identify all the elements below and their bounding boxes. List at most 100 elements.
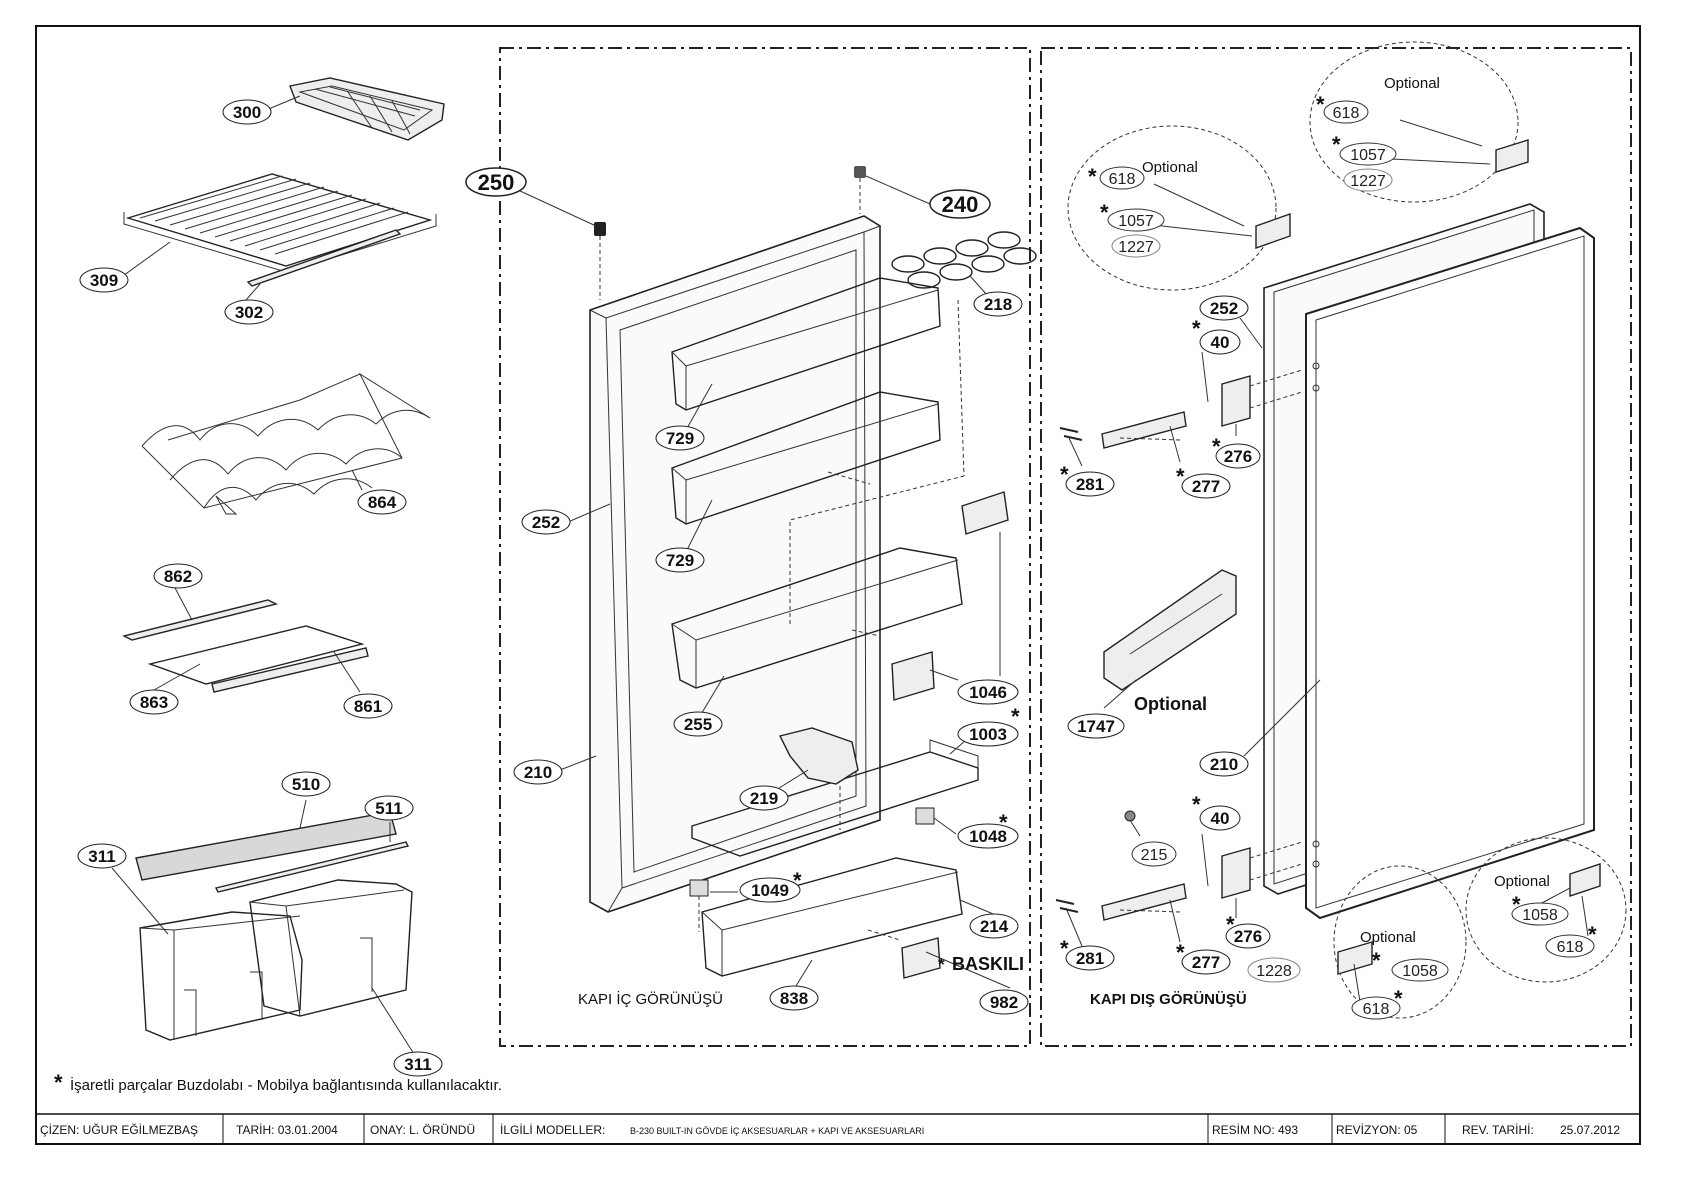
- spacer-1049-part: [689, 879, 709, 932]
- leader-729b: [685, 499, 713, 553]
- label-618c: 618: [1351, 996, 1401, 1020]
- svg-text:309: 309: [90, 271, 118, 290]
- svg-text:*: *: [1332, 132, 1341, 157]
- label-1003: 1003: [957, 721, 1019, 747]
- label-250: 250: [465, 167, 527, 197]
- door-inner-view-caption: KAPI İÇ GÖRÜNÜŞÜ: [578, 990, 723, 1008]
- dairy-cover-part: [778, 727, 859, 785]
- label-1049: 1049: [739, 877, 801, 903]
- assembly-lines-center: [789, 299, 965, 637]
- svg-text:618: 618: [1557, 939, 1584, 956]
- svg-text:618: 618: [1333, 105, 1360, 122]
- svg-text:*: *: [1212, 434, 1221, 459]
- svg-text:*: *: [1060, 936, 1069, 961]
- svg-text:1747: 1747: [1077, 717, 1115, 736]
- leader-861: [333, 651, 361, 693]
- leader-510: [299, 799, 307, 829]
- svg-text:210: 210: [1210, 755, 1238, 774]
- shelf-clip-upper-part: [961, 491, 1009, 535]
- leader-40a: [1201, 351, 1209, 403]
- ice-tray-part: [289, 77, 445, 141]
- leader-214: [959, 899, 999, 917]
- optional-group-bottom-center: [1333, 865, 1467, 1019]
- svg-text:511: 511: [375, 799, 402, 818]
- optional-group-top-left: [1067, 125, 1277, 291]
- label-302: 302: [224, 299, 274, 325]
- label-618b: 618: [1323, 100, 1369, 124]
- svg-text:300: 300: [233, 103, 261, 122]
- revision-date-value: 25.07.2012: [1560, 1123, 1620, 1137]
- related-models-label: İLGİLİ MODELLER:: [500, 1123, 605, 1137]
- door-outer-view-frame: [1040, 47, 1632, 1047]
- svg-text:*: *: [793, 868, 802, 893]
- svg-text:214: 214: [980, 917, 1009, 936]
- svg-text:219: 219: [750, 789, 778, 808]
- label-40a: 40: [1199, 329, 1241, 355]
- label-1057a: 1057: [1107, 208, 1165, 232]
- cover-rail-part: [214, 841, 410, 893]
- leader-982: [925, 951, 1011, 989]
- door-balcony-large-part: [671, 547, 963, 689]
- svg-text:*: *: [1512, 892, 1521, 917]
- drawn-by: ÇİZEN: UĞUR EĞİLMEZBAŞ: [40, 1122, 198, 1137]
- leader-300: [265, 95, 301, 111]
- hinge-plug-240-part: [854, 166, 866, 214]
- svg-text:1049: 1049: [751, 881, 789, 900]
- egg-holder-part: [891, 231, 1037, 289]
- svg-text:302: 302: [235, 303, 263, 322]
- label-1057b: 1057: [1339, 142, 1397, 166]
- door-hinge-lower-part: [1221, 841, 1303, 899]
- svg-text:215: 215: [1141, 847, 1168, 864]
- svg-text:277: 277: [1192, 953, 1220, 972]
- label-982: 982: [979, 989, 1029, 1015]
- label-40b: 40: [1199, 805, 1241, 831]
- leader-1046b: [929, 669, 959, 681]
- crisper-cover-part: [135, 811, 397, 881]
- leader-40b: [1201, 833, 1209, 887]
- screw-215-part: [1124, 810, 1141, 837]
- svg-text:*: *: [1394, 986, 1403, 1011]
- svg-text:210: 210: [524, 763, 552, 782]
- label-311b: 311: [393, 1051, 443, 1077]
- svg-text:*: *: [1372, 948, 1381, 973]
- svg-text:*: *: [1226, 912, 1235, 937]
- label-276a: 276: [1215, 443, 1261, 469]
- label-277a: 277: [1181, 473, 1231, 499]
- slider-mechanism-part: [1103, 569, 1237, 691]
- label-863: 863: [129, 689, 179, 715]
- svg-text:281: 281: [1076, 475, 1104, 494]
- optional-bracket-c-part: [1337, 941, 1373, 1003]
- label-309: 309: [79, 267, 129, 293]
- svg-text:*: *: [54, 1070, 63, 1095]
- drawing-number: RESİM NO: 493: [1212, 1123, 1298, 1137]
- label-510: 510: [281, 771, 331, 797]
- label-861: 861: [343, 693, 393, 719]
- svg-text:*: *: [1100, 200, 1109, 225]
- crisper-drawer-left-part: [139, 911, 303, 1041]
- leader-219: [775, 769, 809, 791]
- optional-group-top-right: [1309, 41, 1519, 203]
- screws-lower-part: [1055, 899, 1079, 913]
- leader-1003: [949, 739, 967, 755]
- svg-text:40: 40: [1211, 809, 1230, 828]
- leader-240: [865, 175, 931, 205]
- bottle-balcony-part: [701, 857, 963, 977]
- svg-text:864: 864: [368, 493, 397, 512]
- wire-shelf-part: [123, 173, 437, 273]
- label-252b: 252: [1199, 295, 1249, 321]
- svg-text:1058: 1058: [1402, 963, 1438, 980]
- optional-label-3: Optional: [1134, 694, 1207, 714]
- svg-text:218: 218: [984, 295, 1012, 314]
- svg-text:252: 252: [1210, 299, 1238, 318]
- svg-text:40: 40: [1211, 333, 1230, 352]
- revision-date-label: REV. TARİHİ:: [1462, 1123, 1534, 1137]
- asterisk-marks: * * * * * * * * * * * * * * * * * * * * …: [54, 92, 1597, 1095]
- label-219: 219: [739, 785, 789, 811]
- label-276b: 276: [1225, 923, 1271, 949]
- leader-252b: [1239, 317, 1263, 349]
- leader-281a: [1067, 435, 1083, 467]
- door-bracket-upper-part: [1101, 411, 1187, 449]
- marked-parts-note: İşaretli parçalar Buzdolabı - Mobilya ba…: [70, 1076, 502, 1094]
- shelf-trim-part: [246, 229, 402, 287]
- svg-text:276: 276: [1234, 927, 1262, 946]
